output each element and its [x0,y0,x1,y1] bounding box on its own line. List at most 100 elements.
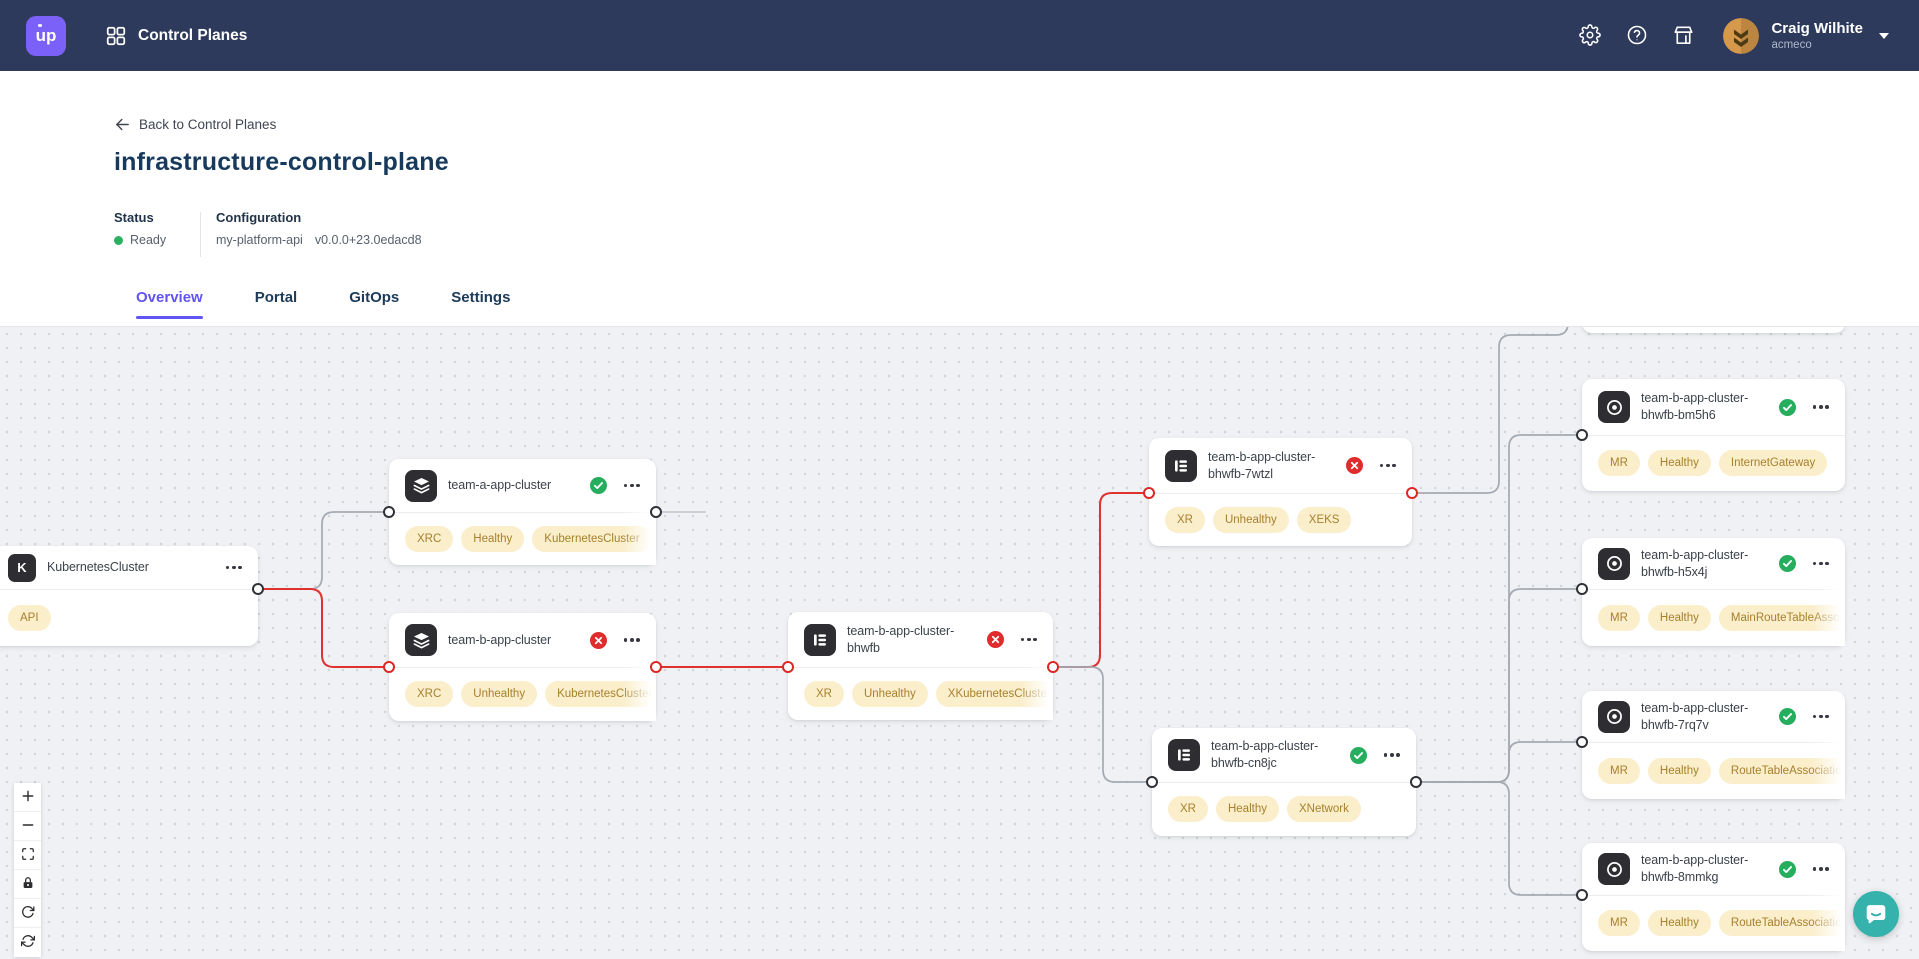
resource-pill: XNetwork [1286,796,1361,822]
node-menu-button[interactable] [1811,863,1831,875]
connection-port-left [1576,736,1588,748]
connection-port-right [252,583,264,595]
logo-text: up [35,25,57,45]
tab-bar: Overview Portal GitOps Settings [136,289,510,319]
user-menu[interactable]: Craig Wilhite acmeco [1771,20,1863,52]
status-error-icon [589,631,607,649]
connection-port-left [1146,776,1158,788]
node-divider [0,589,258,590]
connection-port-right [1047,661,1059,673]
tab-settings[interactable]: Settings [451,289,510,319]
managed-resource-icon [1598,853,1630,885]
node-pill-row: XR Healthy XNetwork [1152,782,1416,836]
resource-pill: XEKS [1296,506,1352,533]
canvas-controls [14,783,41,957]
resource-pill: Unhealthy [1212,506,1289,533]
edge-kubernetescluster-to-team-b [257,588,390,668]
node-divider [389,667,656,668]
tab-portal[interactable]: Portal [255,289,298,319]
node-title: team-b-app-cluster-bhwfb-7rq7v [1641,700,1749,732]
composite-resource-claim-icon [405,624,437,656]
help-button[interactable] [1625,24,1648,47]
apps-grid-icon[interactable] [105,25,127,47]
resource-pill: XR [1168,796,1208,822]
connection-port-left [383,661,395,673]
node-pill-row: API [0,589,258,646]
composite-resource-icon [1165,449,1197,482]
tab-overview[interactable]: Overview [136,289,203,319]
resource-pill: Healthy [461,525,525,552]
fit-view-button[interactable] [14,841,41,870]
status-label: Status [114,210,154,225]
connection-port-left [1576,889,1588,901]
resource-pill: XRC [405,525,454,552]
zoom-in-icon [21,789,35,806]
marketplace-button[interactable] [1672,24,1695,47]
rotate-button[interactable] [14,899,41,928]
node-title: team-a-app-cluster [448,478,552,493]
node-divider [1582,435,1845,436]
back-link[interactable]: Back to Control Planes [114,116,276,133]
back-link-label: Back to Control Planes [139,117,277,132]
lock-icon [21,876,35,893]
marketplace-icon [1672,26,1695,50]
node-menu-button[interactable] [224,562,244,574]
upbound-logo[interactable]: up [26,15,66,56]
status-error-icon [1345,457,1363,474]
node-menu-button[interactable] [1019,634,1039,646]
node-menu-button[interactable] [1378,460,1398,472]
zoom-in-button[interactable] [14,783,41,812]
partial-node-card[interactable] [1582,327,1845,333]
status-healthy-icon [1778,555,1796,572]
sync-button[interactable] [14,928,41,957]
tab-gitops[interactable]: GitOps [349,289,399,319]
settings-button[interactable] [1578,24,1601,47]
chevron-down-icon[interactable] [1879,32,1889,39]
node-menu-button[interactable] [1811,711,1831,723]
lock-button[interactable] [14,870,41,899]
node-header: team-b-app-cluster-bhwfb [788,612,1053,667]
node-menu-button[interactable] [1811,558,1831,570]
resource-pill: Healthy [1215,796,1279,822]
connection-port-right [650,506,662,518]
node-menu-button[interactable] [622,634,642,646]
chat-launcher-button[interactable] [1853,891,1899,937]
resource-pill: Healthy [1647,604,1711,631]
resource-pill: XRC [405,681,454,707]
node-menu-button[interactable] [622,480,642,492]
page-header: Back to Control Planes infrastructure-co… [0,71,1919,326]
node-menu-button[interactable] [1382,749,1402,761]
avatar[interactable] [1723,17,1760,54]
status-healthy-icon [1778,708,1796,725]
resource-pill: XR [804,680,844,707]
configuration-version: v0.0.0+23.0edacd8 [314,233,422,247]
resource-pill: Healthy [1647,910,1711,936]
node-menu-button[interactable] [1811,401,1831,413]
resource-pill: MR [1598,450,1640,476]
node-title: team-b-app-cluster-bhwfb-bm5h6 [1641,391,1749,422]
zoom-out-button[interactable] [14,812,41,841]
status-healthy-icon [1778,398,1796,416]
top-nav: up Control Planes Craig Wilhite acmeco [0,0,1919,71]
edge-kubernetescluster-to-team-a [257,511,390,590]
node-title: team-b-app-cluster-bhwfb-8mmkg [1641,853,1749,884]
zoom-out-icon [21,818,35,835]
node-header: team-b-app-cluster-bhwfb-7wtzl [1149,438,1412,493]
chat-bubble-icon [1866,905,1886,924]
status-healthy-icon [1778,860,1796,878]
